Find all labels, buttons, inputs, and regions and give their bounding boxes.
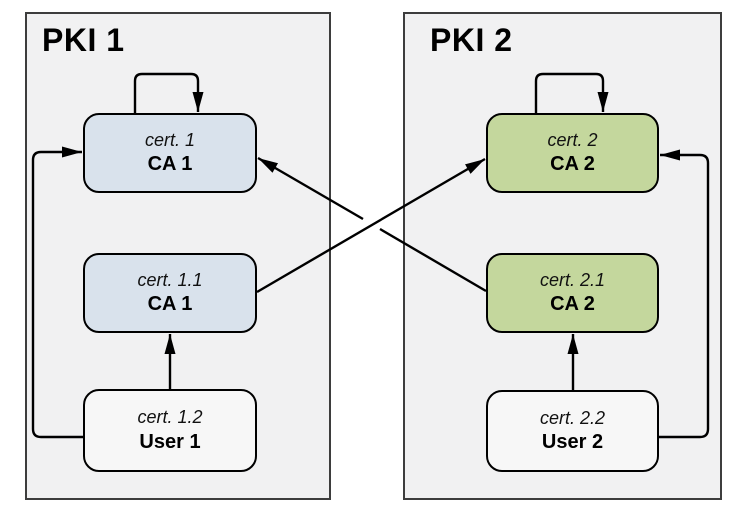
node-user1: cert. 1.2 User 1 <box>83 389 257 472</box>
entity-label: CA 2 <box>550 153 595 176</box>
entity-label: CA 2 <box>550 293 595 316</box>
cert-label: cert. 1.1 <box>137 269 203 290</box>
cert-label: cert. 2.1 <box>539 269 606 290</box>
cert-label: cert. 2.2 <box>539 407 606 428</box>
pki2-title: PKI 2 <box>430 22 513 58</box>
node-ca1-intermediate: cert. 1.1 CA 1 <box>83 253 257 333</box>
entity-label: CA 1 <box>147 153 193 176</box>
cert-label: cert. 1.2 <box>137 407 203 428</box>
cert-label: cert. 1 <box>144 129 196 150</box>
entity-label: User 1 <box>139 430 201 453</box>
node-user2: cert. 2.2 User 2 <box>486 390 659 472</box>
entity-label: User 2 <box>541 431 604 454</box>
pki1-title: PKI 1 <box>42 22 125 58</box>
entity-label: CA 1 <box>147 293 193 316</box>
node-ca1-root: cert. 1 CA 1 <box>83 113 257 193</box>
node-ca2-intermediate: cert. 2.1 CA 2 <box>486 253 659 333</box>
cert-label: cert. 2 <box>547 129 598 150</box>
node-ca2-root: cert. 2 CA 2 <box>486 113 659 193</box>
